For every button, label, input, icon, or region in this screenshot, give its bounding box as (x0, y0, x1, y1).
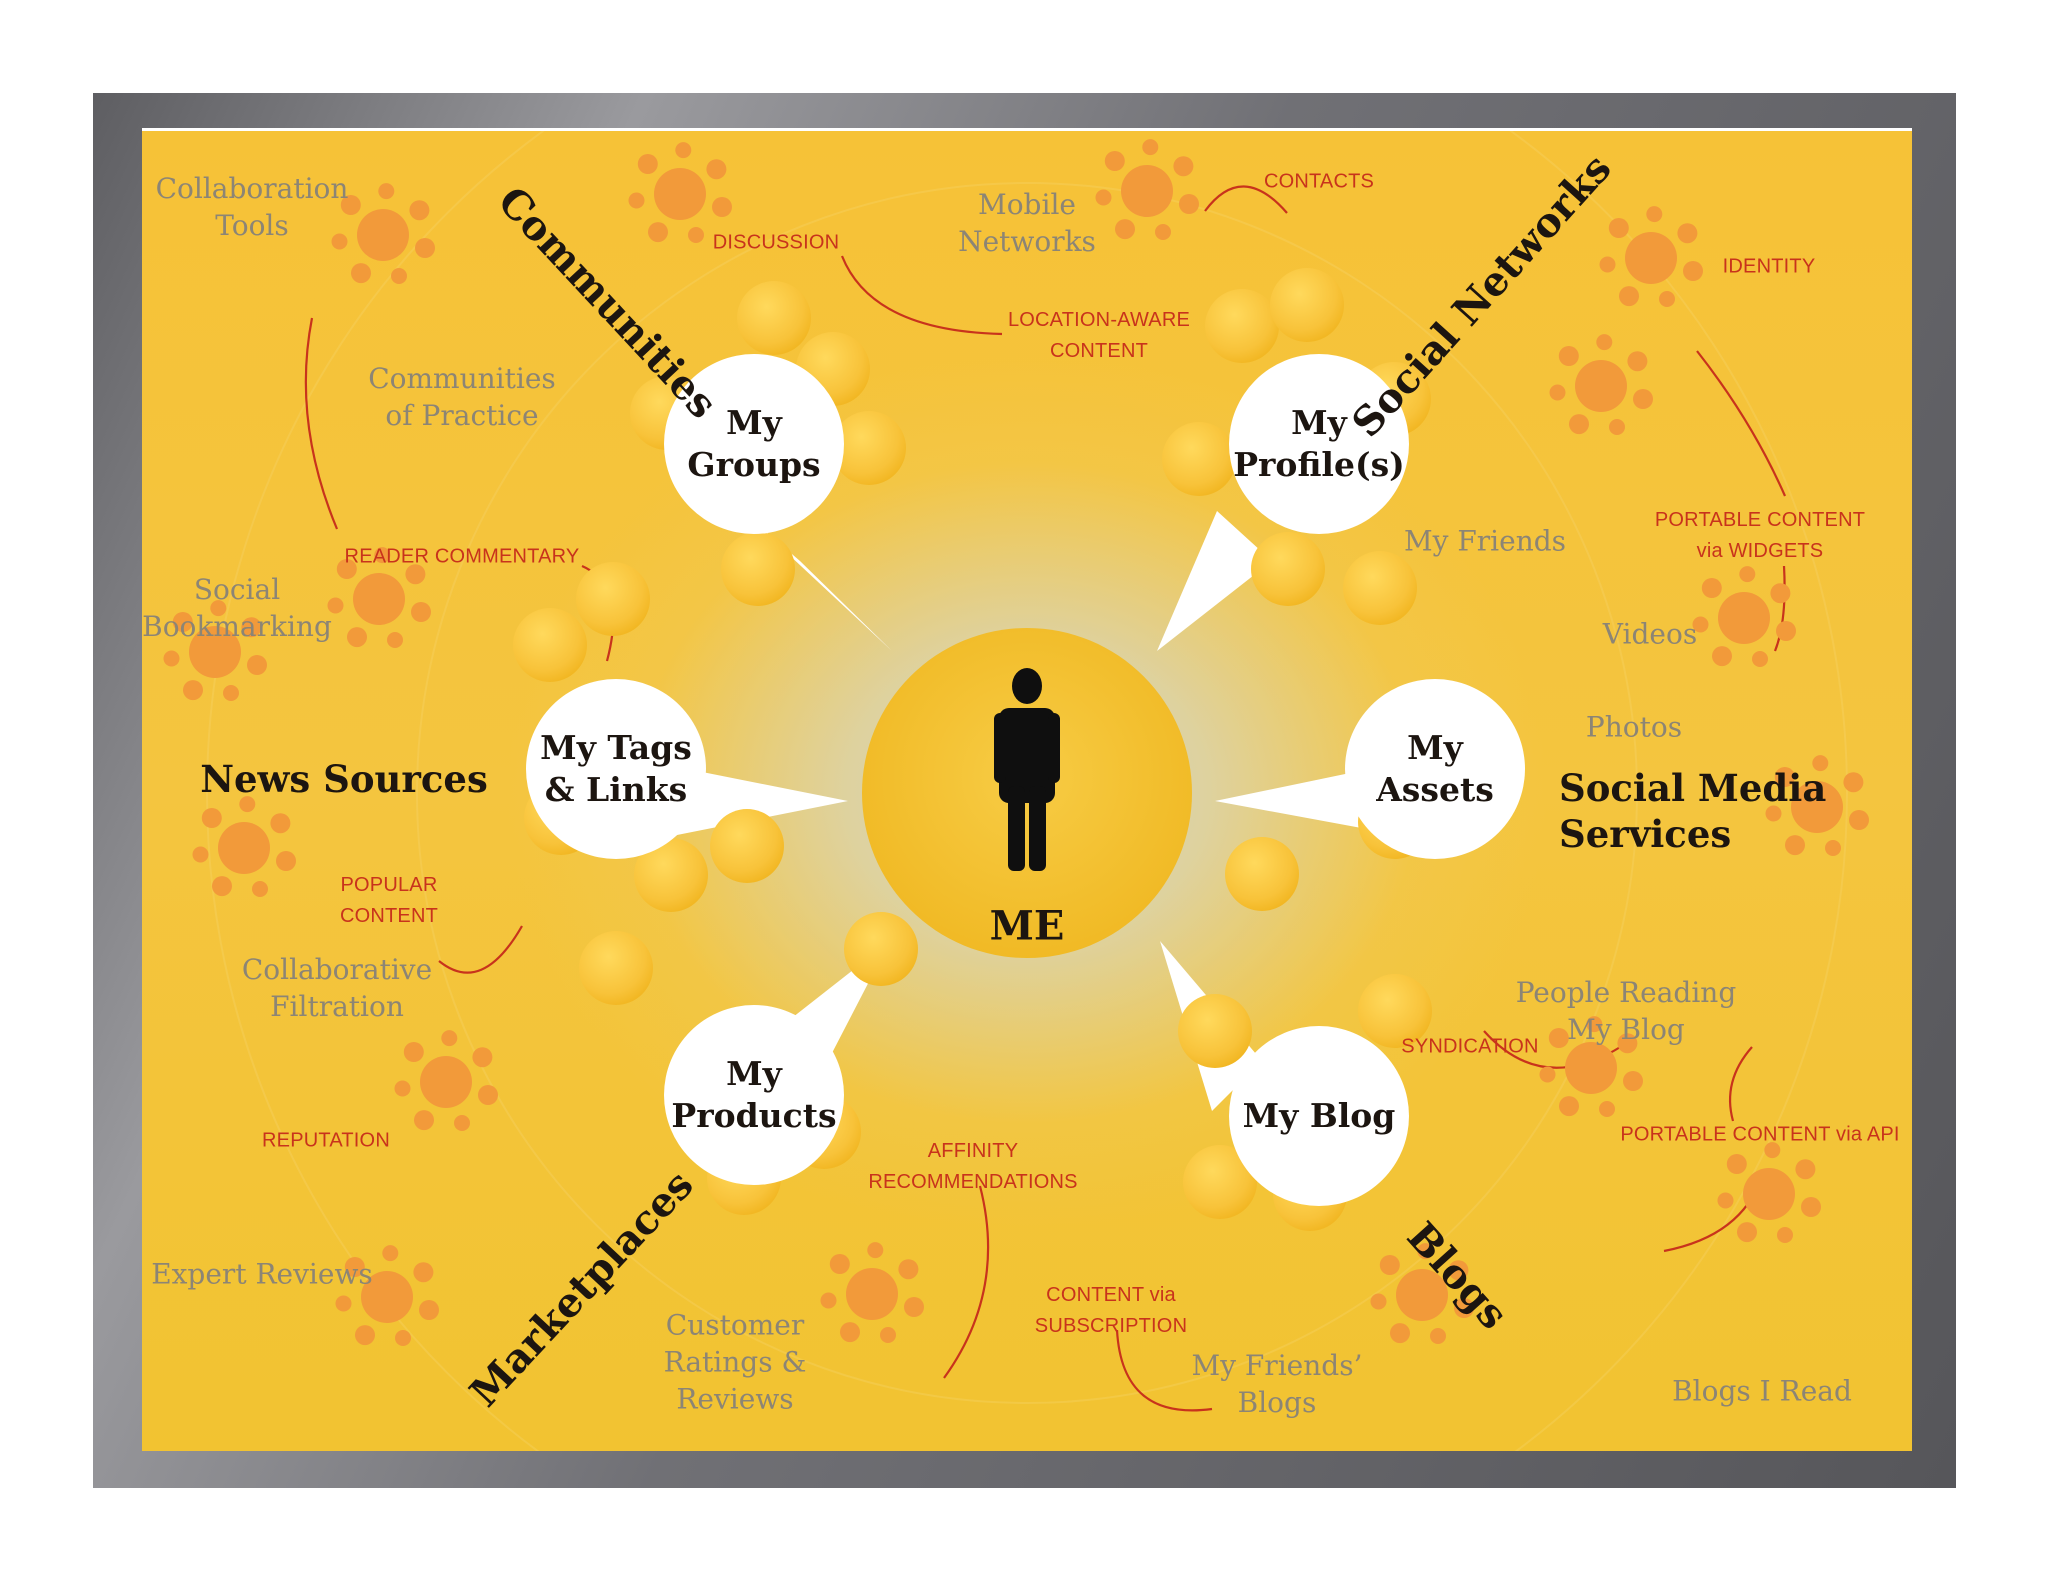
flower-clusters (163, 139, 1869, 1346)
curve-contacts (1204, 185, 1288, 214)
flower-cluster (1692, 566, 1796, 667)
connector-identity: IDENTITY (1722, 255, 1816, 278)
flower-cluster (1549, 334, 1653, 435)
satellite-circle (513, 608, 587, 682)
flower-cluster (394, 1030, 498, 1131)
satellite-circle (1358, 974, 1432, 1048)
curve-api-top (1728, 1046, 1753, 1122)
satellite-circle (634, 838, 708, 912)
satellite-circle (844, 912, 918, 986)
item-photos: Photos (1585, 710, 1683, 744)
flower-cluster (331, 183, 435, 284)
diagram-graphics (163, 131, 1869, 1451)
ring-inner (416, 182, 1638, 1404)
ring-outer (206, 131, 1848, 1451)
connector-discussion: DISCUSSION (712, 231, 840, 254)
curve-widgets (1773, 565, 1786, 652)
bubble-groups (664, 354, 844, 534)
flower-cluster (192, 796, 296, 897)
satellite-circle (1205, 289, 1279, 363)
satellite-circle (579, 931, 653, 1005)
satellite-circle (1343, 551, 1417, 625)
center-label: ME (989, 902, 1065, 950)
category-news-sources: News Sources (200, 757, 488, 801)
connector-reader-commentary: READER COMMENTARY (344, 545, 580, 568)
item-my-friends: My Friends (1403, 524, 1567, 558)
connector-contacts: CONTACTS (1263, 170, 1375, 193)
flower-cluster (327, 547, 431, 648)
flower-cluster (1717, 1142, 1821, 1243)
satellite-circle (737, 281, 811, 355)
item-expert-reviews: Expert Reviews (151, 1257, 373, 1291)
curve-popular (438, 925, 523, 974)
satellite-circle (576, 562, 650, 636)
curve-subscription (1115, 1329, 1213, 1412)
bubble-profiles (1229, 354, 1409, 534)
satellite-circle (1162, 422, 1236, 496)
satellite-circle (1183, 1145, 1257, 1219)
connector-curves (304, 185, 1787, 1412)
curve-identity (1696, 350, 1787, 497)
satellite-circle (1270, 268, 1344, 342)
item-my-friends-blogs: My Friends’Blogs (1191, 1349, 1363, 1419)
tail-profiles (1157, 511, 1272, 651)
bubble-assets (1345, 679, 1525, 859)
connector-syndication: SYNDICATION (1401, 1035, 1539, 1058)
bubble-label-blog: My Blog (1242, 1096, 1396, 1135)
bubble-blog (1229, 1026, 1409, 1206)
flower-cluster (628, 142, 732, 243)
curve-affinity (943, 1185, 990, 1379)
satellite-circle (1251, 532, 1325, 606)
person-icon (994, 668, 1060, 871)
satellite-circle (1225, 837, 1299, 911)
bubble-tags (526, 679, 706, 859)
satellite-circle (1178, 994, 1252, 1068)
connector-reputation: REPUTATION (262, 1129, 390, 1152)
curve-discussion (840, 255, 1003, 336)
flower-cluster (335, 1245, 439, 1346)
flower-cluster (1765, 755, 1869, 856)
flower-cluster (1599, 206, 1703, 307)
item-videos: Videos (1602, 617, 1698, 651)
flower-cluster (1370, 1243, 1474, 1344)
flower-cluster (820, 1242, 924, 1343)
bubble-products (664, 1005, 844, 1185)
curve-reader-left (304, 317, 339, 530)
satellite-circle (832, 411, 906, 485)
connector-portable-api: PORTABLE CONTENT via API (1620, 1123, 1900, 1146)
flower-cluster (1095, 139, 1199, 240)
item-blogs-i-read: Blogs I Read (1672, 1374, 1852, 1408)
speech-bubbles (526, 354, 1525, 1206)
satellite-circle (710, 809, 784, 883)
bubble-label-tags: My Tags& Links (540, 728, 692, 809)
flower-cluster (1539, 1016, 1643, 1117)
flower-cluster (163, 600, 267, 701)
satellite-circle (721, 532, 795, 606)
